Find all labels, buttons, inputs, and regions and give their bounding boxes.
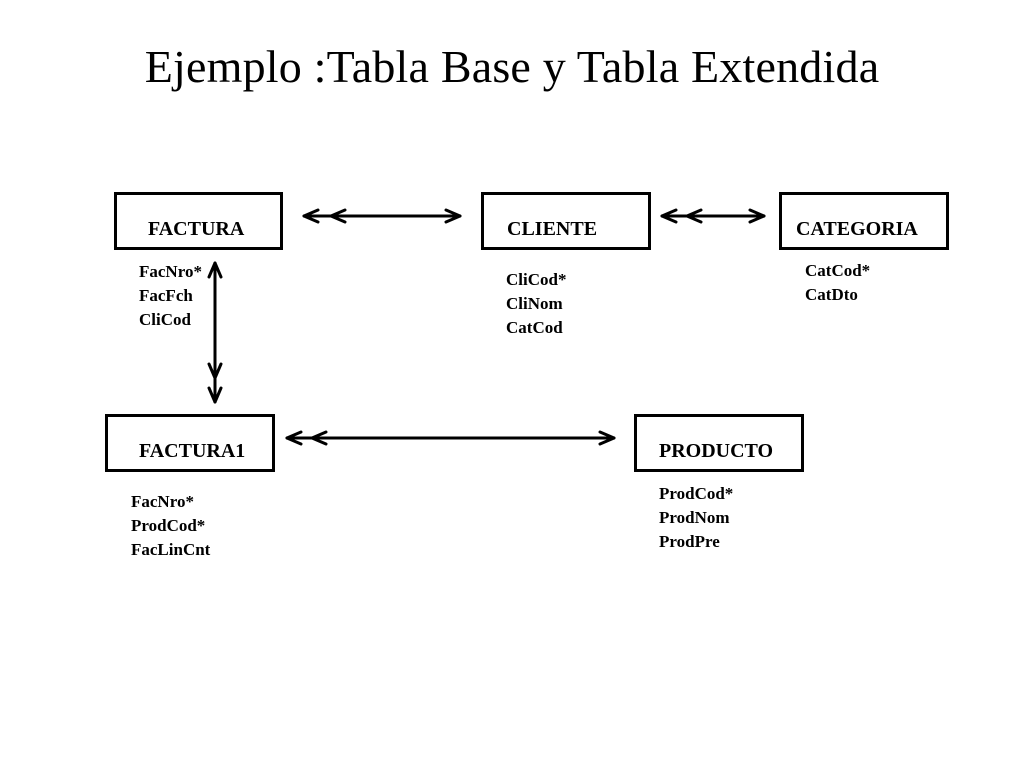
entity-name-cliente: CLIENTE [507, 218, 598, 240]
attribute-item: ProdNom [659, 508, 730, 527]
entity-box-factura [114, 192, 283, 250]
entity-box-factura1 [105, 414, 275, 472]
entity-box-producto [634, 414, 804, 472]
attribute-list-producto: ProdCod* ProdNom ProdPre [659, 482, 733, 554]
slide-title: Ejemplo :Tabla Base y Tabla Extendida [144, 41, 880, 92]
connector-factura-factura1 [207, 261, 223, 404]
entity-name-categoria: CATEGORIA [796, 218, 918, 240]
attribute-list-cliente: CliCod* CliNom CatCod [506, 268, 566, 340]
entity-name-factura: FACTURA [148, 218, 245, 240]
attribute-item: FacLinCnt [131, 540, 211, 559]
connector-factura1-producto [285, 430, 616, 446]
attribute-item: CliNom [506, 294, 563, 313]
attribute-item: CatCod* [805, 261, 871, 280]
entity-name-producto: PRODUCTO [659, 440, 774, 462]
attribute-list-factura1: FacNro* ProdCod* FacLinCnt [131, 490, 210, 562]
entity-name-factura1: FACTURA1 [139, 440, 246, 462]
attribute-item: CatDto [805, 285, 858, 304]
entity-box-categoria [779, 192, 949, 250]
attribute-item: FacFch [139, 286, 193, 305]
connector-cliente-categoria [660, 208, 766, 224]
attribute-list-categoria: CatCod* CatDto [805, 259, 870, 307]
attribute-item: FacNro* [139, 262, 202, 281]
connector-factura-cliente [302, 208, 462, 224]
attribute-item: ProdCod* [659, 484, 734, 503]
attribute-list-factura: FacNro* FacFch CliCod [139, 260, 202, 332]
attribute-item: CliCod* [506, 270, 567, 289]
attribute-item: CatCod [506, 318, 563, 337]
attribute-item: ProdCod* [131, 516, 206, 535]
attribute-item: ProdPre [659, 532, 720, 551]
attribute-item: CliCod [139, 310, 191, 329]
attribute-item: FacNro* [131, 492, 194, 511]
entity-box-cliente [481, 192, 651, 250]
